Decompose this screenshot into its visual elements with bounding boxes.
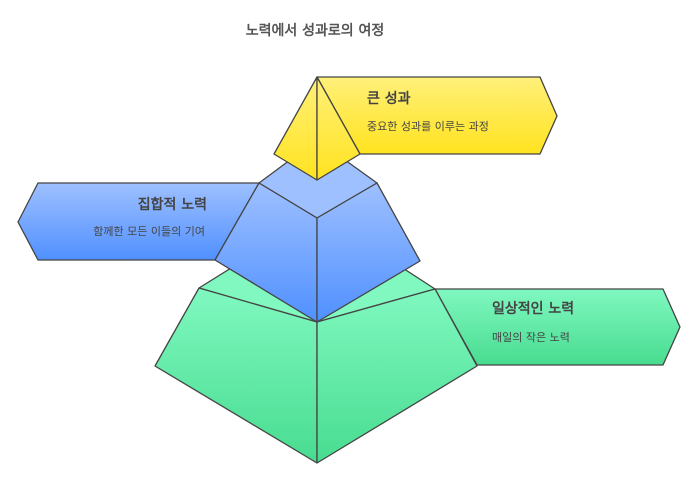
great-achievement-description: 중요한 성과를 이루는 과정 [367, 120, 489, 133]
great-achievement-left-face [273, 76, 318, 181]
daily-effort-right-face [316, 288, 478, 464]
daily-effort-heading: 일상적인 노력 [492, 300, 574, 317]
level-great-achievement: 큰 성과 중요한 성과를 이루는 과정 [273, 76, 558, 181]
diagram-title: 노력에서 성과로의 여정 [246, 22, 385, 39]
daily-effort-description: 매일의 작은 노력 [492, 330, 570, 344]
level-collective-effort: 집합적 노력 함께한 모든 이들의 기여 [17, 159, 421, 323]
great-achievement-heading: 큰 성과 [367, 91, 411, 107]
level-daily-effort: 일상적인 노력 매일의 작은 노력 [154, 249, 681, 464]
great-achievement-right-face [316, 76, 361, 181]
collective-effort-heading: 집합적 노력 [138, 196, 207, 213]
collective-effort-description: 함께한 모든 이들의 기여 [93, 225, 205, 238]
collective-effort-right-face [316, 182, 421, 323]
